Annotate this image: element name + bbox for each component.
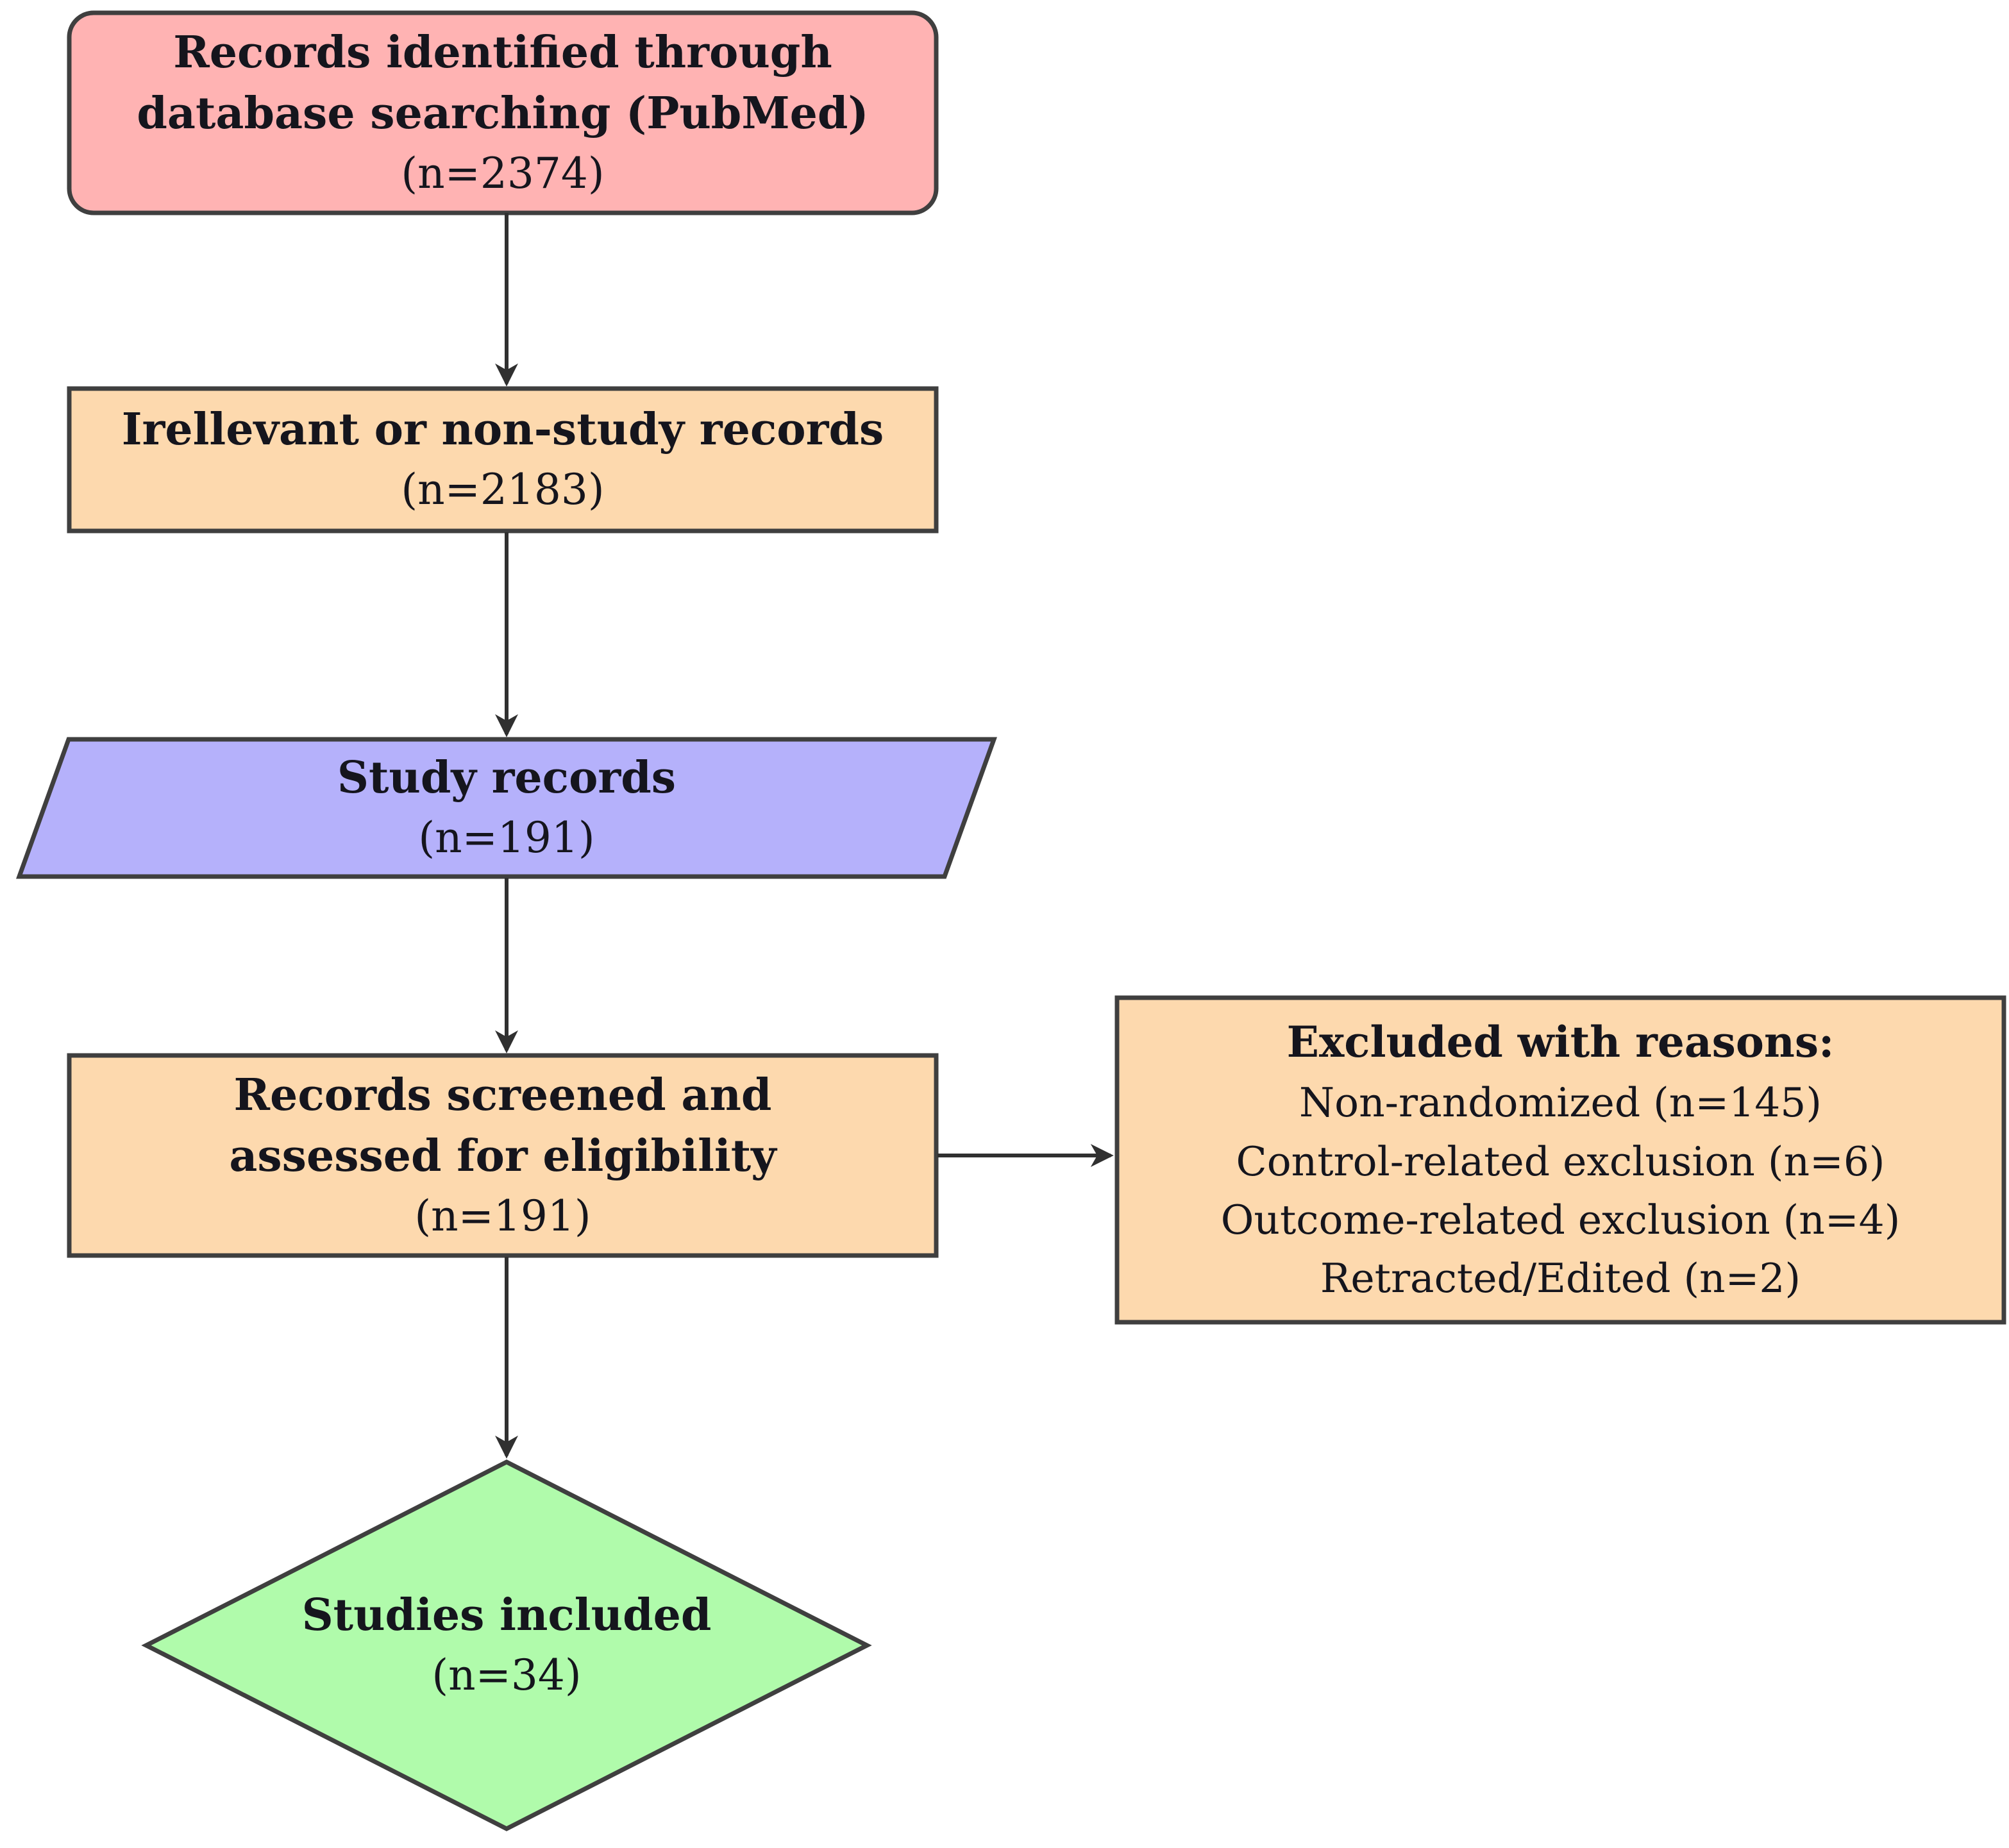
irrelevant-label-line1: Irellevant or non-study records [121, 404, 884, 456]
excluded-item-3: Outcome-related exclusion (n=4) [1220, 1196, 1901, 1243]
included-diamond-shape [141, 1459, 872, 1831]
study-records-node-label: Study records (n=191) [19, 739, 994, 877]
irrelevant-count: (n=2183) [401, 465, 605, 515]
screened-label-line2: assessed for eligibility [229, 1130, 777, 1182]
screened-node-label: Records screened and assessed for eligib… [69, 1055, 936, 1256]
included-count: (n=34) [432, 1651, 582, 1701]
irrelevant-node-label: Irellevant or non-study records (n=2183) [69, 389, 936, 531]
identified-label-line2: database searching (PubMed) [137, 87, 869, 139]
excluded-item-1: Non-randomized (n=145) [1299, 1079, 1822, 1127]
irrelevant-box-shape [67, 386, 939, 533]
study-records-parallelogram-shape [16, 737, 997, 879]
included-label-line1: Studies included [301, 1590, 712, 1642]
identified-label-line1: Records identified through [173, 26, 832, 78]
excluded-item-4: Retracted/Edited (n=2) [1320, 1255, 1801, 1302]
screened-box-shape [67, 1053, 939, 1258]
excluded-heading: Excluded with reasons: [1286, 1017, 1835, 1068]
included-node-label: Studies included (n=34) [146, 1462, 867, 1829]
screened-count: (n=191) [414, 1191, 591, 1241]
excluded-item-2: Control-related exclusion (n=6) [1236, 1138, 1885, 1185]
excluded-box-shape [1114, 995, 2006, 1325]
identified-box-shape [67, 10, 939, 215]
excluded-node-label: Excluded with reasons: Non-randomized (n… [1117, 998, 2004, 1322]
screened-label-line1: Records screened and [233, 1069, 772, 1121]
identified-node-label: Records identified through database sear… [69, 13, 936, 213]
study-records-label-line1: Study records [337, 752, 677, 804]
identified-count: (n=2374) [401, 148, 605, 198]
study-records-count: (n=191) [418, 813, 595, 863]
